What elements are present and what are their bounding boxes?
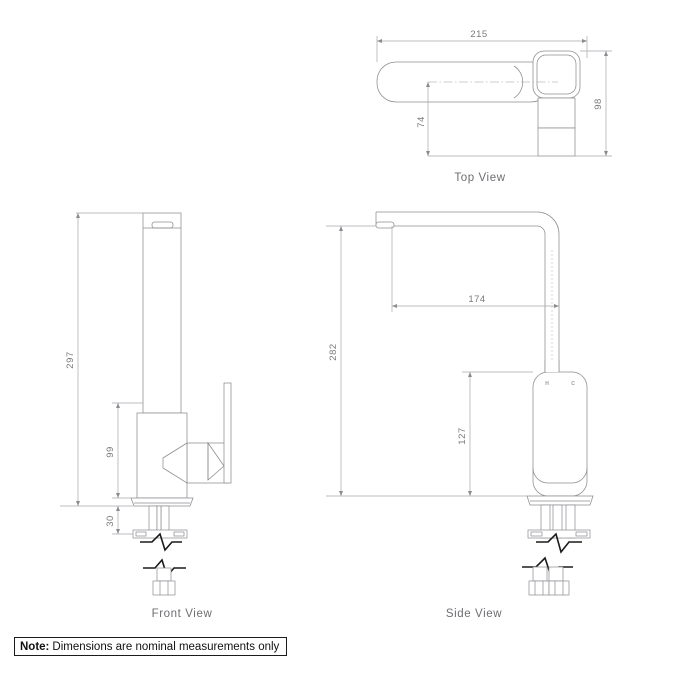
- spout-outlet-slot: [151, 221, 174, 229]
- lever-pivot-wedge: [207, 441, 225, 481]
- side-view-dim-174: [391, 226, 559, 312]
- mount-plate: [527, 529, 591, 539]
- front-view-group: 297 99 30: [60, 212, 232, 596]
- side-view-body: [532, 360, 588, 497]
- arrow-top: [76, 213, 80, 218]
- base-flange-body: [526, 495, 594, 506]
- dim-label-98: 98: [593, 98, 604, 110]
- mount-plate-slot-left: [135, 531, 147, 537]
- top-view-label: Top View: [454, 172, 506, 184]
- arrow-right: [554, 304, 559, 308]
- dim-label-30: 30: [105, 515, 116, 527]
- dim-label-215: 215: [470, 29, 487, 40]
- body-inner-rounded-square: [536, 54, 577, 95]
- note-box: Note: Dimensions are nominal measurement…: [14, 637, 287, 656]
- arrow-bottom: [116, 493, 120, 498]
- front-view-column: [142, 212, 182, 414]
- fixing-nut-left: [528, 580, 550, 596]
- front-view-handle: [162, 382, 232, 484]
- front-view-dim-30: [112, 506, 133, 535]
- side-view-label: Side View: [445, 608, 503, 620]
- top-view-dim-98: [575, 50, 612, 157]
- body-lower-seam: [532, 467, 588, 484]
- dim-label-127: 127: [457, 427, 468, 444]
- side-view-mount-plate: [527, 529, 591, 539]
- side-view-break-symbol: [536, 532, 582, 554]
- front-view-dim-297: [60, 212, 143, 507]
- arrow-down: [604, 151, 608, 156]
- side-view-spout: [375, 211, 560, 372]
- arrow-left: [377, 39, 382, 43]
- arrow-left: [392, 304, 397, 308]
- arrow-up: [426, 82, 430, 87]
- arrow-top: [339, 226, 343, 231]
- side-view-dim-282: [326, 225, 527, 497]
- spout-outlet: [375, 221, 395, 229]
- front-view-base-flange: [130, 497, 194, 507]
- break-line-upper: [536, 532, 582, 554]
- fixing-collar-right: [548, 566, 564, 582]
- top-view-dim-215: [376, 36, 588, 62]
- arrow-bottom: [76, 501, 80, 506]
- arrow-right: [582, 39, 587, 43]
- body-lower-segment: [537, 127, 576, 157]
- dim-label-174: 174: [468, 294, 485, 305]
- front-view-label: Front View: [151, 608, 213, 620]
- arrow-up: [604, 51, 608, 56]
- dim-label-74: 74: [416, 116, 427, 128]
- note-text: Dimensions are nominal measurements only: [52, 640, 280, 653]
- arrow-top: [116, 403, 120, 408]
- mount-plate-slot-right: [575, 531, 588, 537]
- top-view-group: 215 74: [376, 29, 612, 157]
- arrow-top: [468, 372, 472, 377]
- note-prefix: Note:: [20, 640, 50, 653]
- dim-label-297: 297: [65, 351, 76, 368]
- break-line-lower: [522, 556, 573, 578]
- front-view-dim-99: [112, 402, 143, 499]
- base-flange-body: [130, 497, 194, 507]
- side-view-group: H C: [326, 211, 594, 596]
- dim-label-282: 282: [328, 343, 339, 360]
- top-view-dim-74: [426, 82, 538, 157]
- body-lower-upper-segment: [537, 97, 576, 129]
- arrow-down: [426, 151, 430, 156]
- break-line-upper: [140, 532, 182, 552]
- arrow-bottom: [116, 529, 120, 534]
- side-view-base-flange: [526, 495, 594, 506]
- riser-column: [142, 212, 182, 414]
- handle-neck-cut: [162, 442, 188, 484]
- lever-arm: [223, 382, 232, 484]
- mount-plate-slot-right: [173, 531, 185, 537]
- arrow-top: [116, 506, 120, 511]
- front-view-break-symbol: [140, 532, 182, 552]
- side-view-fixing-detail: [522, 556, 573, 596]
- hot-marking: H: [545, 381, 549, 387]
- arrow-bottom: [468, 491, 472, 496]
- side-view-dim-127: [462, 371, 533, 496]
- arrow-bottom: [339, 491, 343, 496]
- mount-plate-slot-left: [530, 531, 543, 537]
- front-view-fixing-detail: [143, 558, 186, 596]
- fixing-collar-left: [532, 566, 548, 582]
- spout-inner-profile: [376, 225, 546, 372]
- fixing-nut: [152, 580, 176, 596]
- body-riser-clearance: [545, 360, 559, 372]
- body-outline: [532, 371, 588, 497]
- spout-outer-profile: [376, 211, 560, 372]
- dim-label-99: 99: [105, 446, 116, 458]
- fixing-nut-right: [548, 580, 570, 596]
- cold-marking: C: [571, 381, 575, 387]
- fixing-collar: [156, 567, 172, 582]
